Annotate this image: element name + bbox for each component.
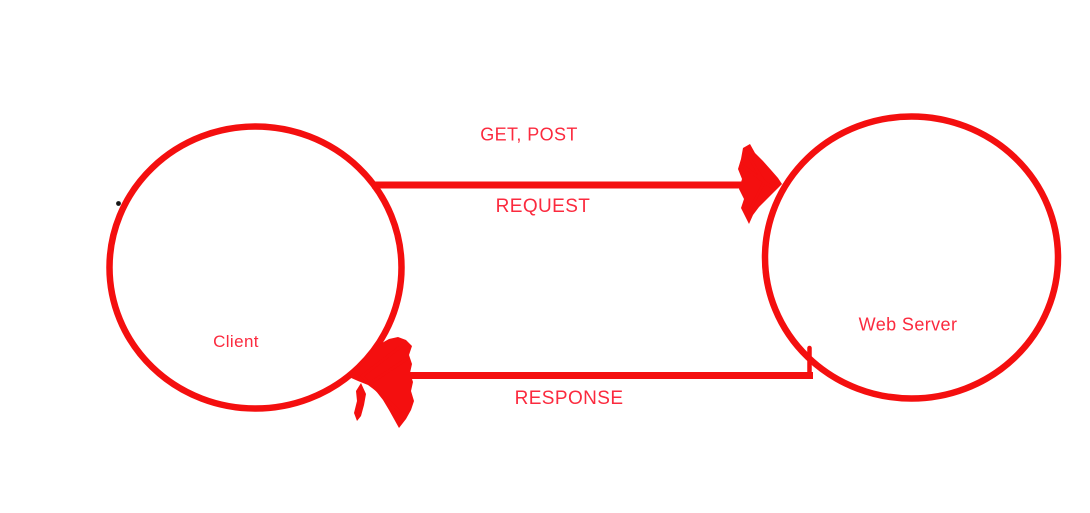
web-server-node-circle (761, 113, 1062, 402)
client-node-circle (106, 123, 405, 412)
web-server-node-label: Web Server (858, 314, 958, 335)
response-label: RESPONSE (514, 388, 624, 409)
request-arrowhead-scribble (741, 150, 772, 212)
response-arrowhead-leg (354, 383, 366, 421)
request-label: REQUEST (495, 196, 591, 217)
response-arrowhead-scribble (359, 342, 410, 414)
cursor-dot (116, 201, 121, 206)
request-arrowhead-icon (738, 144, 782, 224)
client-node-label: Client (213, 332, 259, 351)
request-methods-label: GET, POST (480, 124, 578, 145)
response-arrowhead-icon (349, 337, 414, 428)
